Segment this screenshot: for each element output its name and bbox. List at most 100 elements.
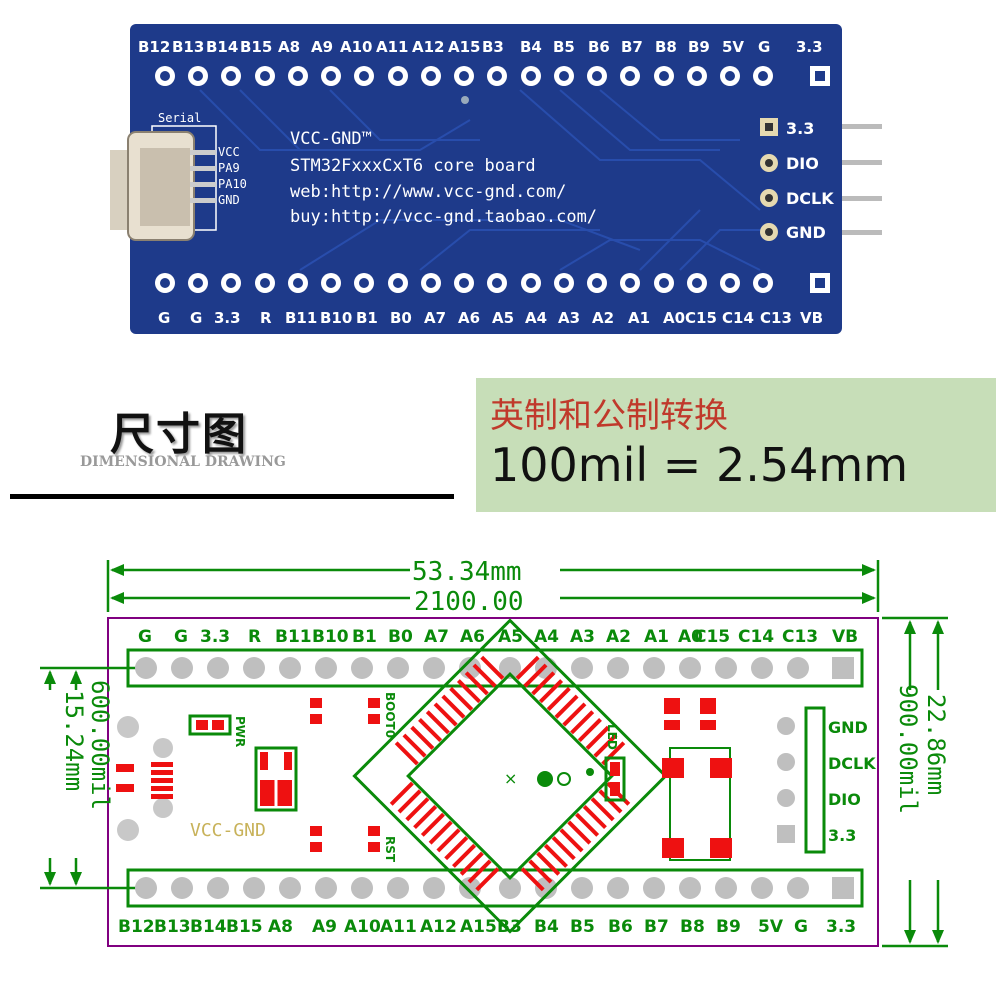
pin-label: A6	[458, 309, 480, 327]
pin-label: B11	[285, 309, 317, 327]
pin-label: B4	[534, 917, 559, 937]
pin-label: A12	[420, 917, 457, 937]
serial-pin-label: GND	[218, 193, 240, 207]
pcb-photo: B12 B13 B14 B15 A8 A9 A10 A11 A12 A15 B3…	[110, 24, 882, 334]
pin-label: G	[794, 917, 808, 937]
pin-label: 5V	[758, 917, 784, 937]
height-mil-label: 900.00mil	[894, 684, 922, 814]
brand-text: VCC-GND™	[290, 129, 372, 149]
pin-label: B15	[226, 917, 263, 937]
pin-label: A10	[340, 38, 372, 56]
pin-label: A8	[278, 38, 300, 56]
pin-label: C15	[685, 309, 717, 327]
pin-label: A15	[460, 917, 497, 937]
pin-label: VB	[800, 309, 823, 327]
pin-label: 3.3	[214, 309, 241, 327]
boot0-label: BOOT0	[383, 692, 397, 738]
pin-label: B6	[608, 917, 633, 937]
pin-label: A11	[376, 38, 408, 56]
pin-label: A12	[412, 38, 444, 56]
swd-label: DIO	[828, 790, 861, 809]
pin-label: A15	[448, 38, 480, 56]
conversion-title: 英制和公制转换	[490, 396, 728, 436]
pin-label: 3.3	[796, 38, 823, 56]
pin-label: B7	[644, 917, 669, 937]
pwr-label: PWR	[233, 716, 247, 747]
pitch-mm-label: 15.24mm	[60, 690, 88, 791]
pin-label: 5V	[722, 38, 744, 56]
swd-pads: 3.3 DIO DCLK GND	[760, 118, 834, 242]
pin-label: A3	[570, 627, 595, 647]
mcu-chip: ×	[352, 618, 668, 934]
pin-label: B0	[390, 309, 412, 327]
pin-label: A10	[344, 917, 381, 937]
pin-label: B12	[138, 38, 170, 56]
pin-label: R	[260, 309, 272, 327]
serial-connector: Serial VCC PA9 PA10 GND	[110, 111, 247, 241]
pin-label: G	[158, 309, 170, 327]
pin-label: B14	[206, 38, 238, 56]
bottom-header-pads	[135, 877, 854, 899]
swd-label: DCLK	[828, 754, 876, 773]
pin-label: C15	[694, 627, 730, 647]
pin-label: C14	[722, 309, 754, 327]
pin-label: B3	[497, 917, 522, 937]
pin-label: B3	[482, 38, 504, 56]
serial-pin-label: PA10	[218, 177, 247, 191]
serial-label: Serial	[158, 111, 201, 125]
pin-label: A3	[558, 309, 580, 327]
smd-resistors	[310, 698, 380, 852]
pin-label: A4	[525, 309, 547, 327]
pin-label: A6	[460, 627, 485, 647]
conversion-box: 英制和公制转换 100mil = 2.54mm	[476, 378, 996, 512]
dimensional-drawing: 53.34mm 2100.00 22.86mm 900.00mil	[40, 557, 950, 948]
logo-text: VCC-GND	[190, 820, 266, 841]
pin-label: B5	[570, 917, 595, 937]
pitch-dimension	[40, 666, 140, 890]
section-subtitle: DIMENSIONAL DRAWING	[80, 454, 286, 470]
photo-top-labels: B12 B13 B14 B15 A8 A9 A10 A11 A12 A15 B3…	[138, 38, 823, 56]
pin-label: A0	[678, 627, 703, 647]
pin-label: B0	[388, 627, 413, 647]
drawing-top-labels: G G 3.3 R B11 B10 B1 B0 A7 A6 A5 A4 A3 A…	[138, 627, 858, 647]
pin-label: A0	[663, 309, 685, 327]
pin-label: C14	[738, 627, 774, 647]
section-title: 尺寸图	[110, 409, 248, 460]
serial-pin-label: PA9	[218, 161, 240, 175]
fiducial	[461, 96, 469, 104]
usb-footprint	[116, 716, 173, 841]
pin-label: G	[174, 627, 188, 647]
pin-label: B6	[588, 38, 610, 56]
pin-label: A8	[268, 917, 293, 937]
model-text: STM32FxxxCxT6 core board	[290, 156, 536, 176]
pin-label: B7	[621, 38, 643, 56]
pin-label: B12	[118, 917, 155, 937]
pin-label: A2	[606, 627, 631, 647]
rst-label: RST	[383, 836, 397, 863]
pin-label: B13	[154, 917, 191, 937]
pin-label: B8	[655, 38, 677, 56]
swd-label: DIO	[786, 154, 819, 173]
pin-label: B1	[352, 627, 377, 647]
pitch-mil-label: 600.00mil	[86, 680, 114, 810]
pin-label: A2	[592, 309, 614, 327]
crystal	[662, 698, 732, 861]
section-divider	[10, 494, 454, 499]
pin-label: A4	[534, 627, 559, 647]
pin-label: B8	[680, 917, 705, 937]
pin-label: B5	[553, 38, 575, 56]
pin-label: A7	[424, 309, 446, 327]
pin-label: A9	[311, 38, 333, 56]
height-mm-label: 22.86mm	[922, 694, 950, 795]
swd-label: DCLK	[786, 189, 834, 208]
pin-label: B4	[520, 38, 542, 56]
pin-label: A1	[628, 309, 650, 327]
pcb-body	[130, 24, 842, 334]
pin-label: B11	[275, 627, 312, 647]
pin-label: G	[138, 627, 152, 647]
pin-label: B1	[356, 309, 378, 327]
pin-label: B14	[190, 917, 227, 937]
pin-label: A9	[312, 917, 337, 937]
width-mil-label: 2100.00	[414, 587, 524, 617]
